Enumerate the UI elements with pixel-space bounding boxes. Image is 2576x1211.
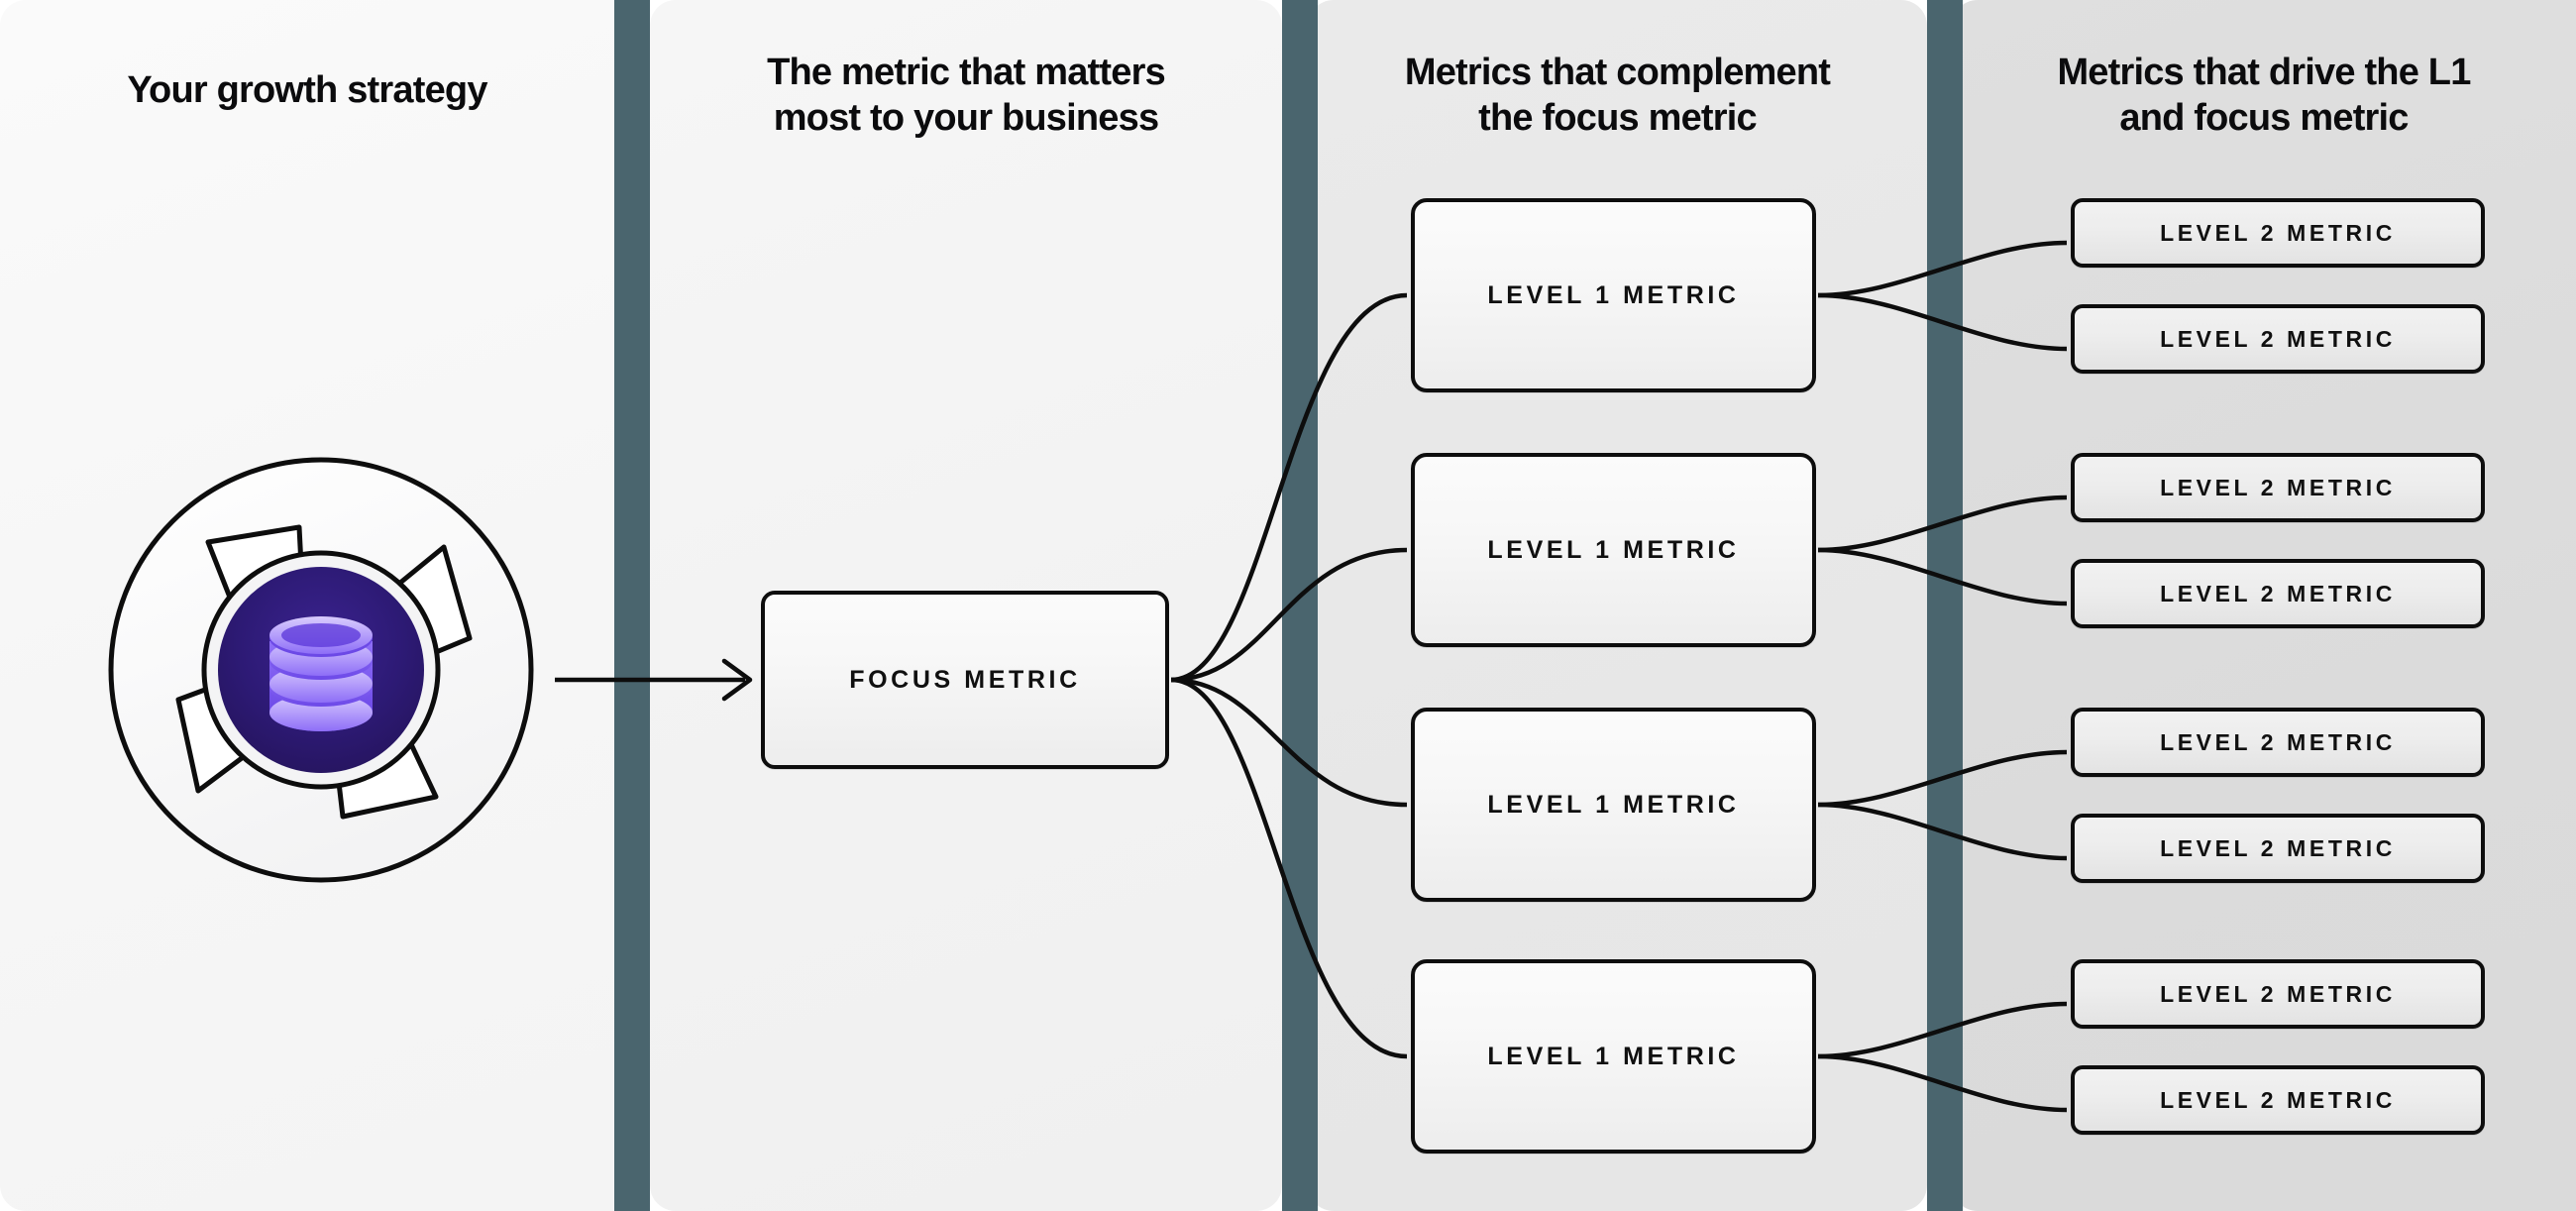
level-1-metric-box[interactable]: LEVEL 1 METRIC	[1411, 453, 1816, 647]
level-1-metric-box[interactable]: LEVEL 1 METRIC	[1411, 198, 1816, 392]
column-heading-level-1: Metrics that complement the focus metric	[1404, 52, 1831, 140]
level-2-metric-box[interactable]: LEVEL 2 METRIC	[2071, 198, 2485, 268]
column-growth-strategy: Your growth strategy	[0, 0, 614, 1211]
level-2-metric-box[interactable]: LEVEL 2 METRIC	[2071, 304, 2485, 374]
level-2-metric-box[interactable]: LEVEL 2 METRIC	[2071, 1065, 2485, 1135]
column-separator-3	[1927, 0, 1963, 1211]
level-2-metric-box[interactable]: LEVEL 2 METRIC	[2071, 559, 2485, 628]
level-2-metric-box[interactable]: LEVEL 2 METRIC	[2071, 453, 2485, 522]
column-heading-focus-metric: The metric that matters most to your bus…	[767, 52, 1166, 140]
aperture-database-icon	[87, 428, 555, 912]
column-heading-growth-strategy: Your growth strategy	[127, 69, 487, 111]
column-heading-level-2: Metrics that drive the L1 and focus metr…	[2057, 52, 2471, 140]
focus-metric-box[interactable]: FOCUS METRIC	[761, 591, 1169, 769]
column-separator-1	[614, 0, 650, 1211]
column-separator-2	[1282, 0, 1318, 1211]
database-icon	[269, 616, 373, 731]
level-2-metric-box[interactable]: LEVEL 2 METRIC	[2071, 814, 2485, 883]
level-1-metric-box[interactable]: LEVEL 1 METRIC	[1411, 959, 1816, 1154]
level-2-metric-box[interactable]: LEVEL 2 METRIC	[2071, 708, 2485, 777]
level-2-metric-box[interactable]: LEVEL 2 METRIC	[2071, 959, 2485, 1029]
level-1-metric-box[interactable]: LEVEL 1 METRIC	[1411, 708, 1816, 902]
